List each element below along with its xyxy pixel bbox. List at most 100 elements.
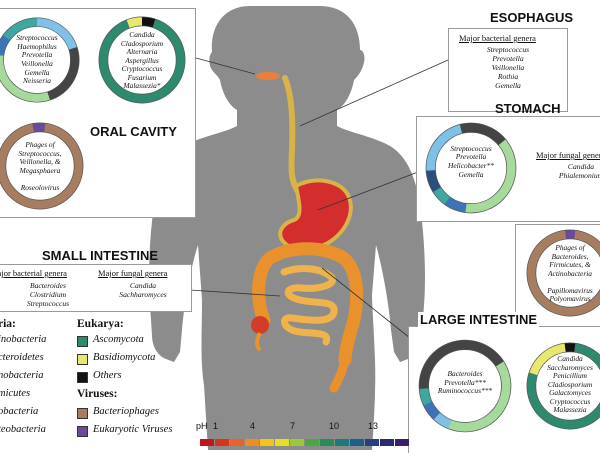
ph-color-step — [365, 439, 379, 446]
genus-label: Fusarium — [127, 72, 157, 82]
oral-bacteria-ring — [0, 17, 80, 103]
oral-fungi-ring — [98, 16, 186, 104]
large-intestine-virus-ring — [526, 229, 600, 317]
esophagus-header: Major bacterial genera — [459, 33, 536, 43]
legend-viruses-title: Viruses: — [77, 388, 118, 400]
ring-segment-others — [99, 17, 185, 103]
oral-cavity-title: ORAL CAVITY — [90, 124, 177, 139]
ph-tick: 4 — [250, 421, 256, 431]
small-intestine-fungi-genera: Candida Sachharomyces — [98, 281, 188, 299]
genus-label: Streptococcus — [450, 143, 492, 153]
ph-color-step — [230, 439, 244, 446]
ph-color-step — [275, 439, 289, 446]
genus-label: Cryptococcus — [121, 64, 163, 74]
genus-label: Alternaria — [126, 47, 158, 57]
genus-label: Veillonella, & — [19, 157, 61, 167]
genus-label: Streptococcus, — [18, 148, 62, 158]
ring-segment-firmicutes — [426, 123, 516, 213]
genus-label: Helicobacter** — [448, 161, 494, 170]
small-intestine-title: SMALL INTESTINE — [42, 248, 159, 263]
ph-color-step — [215, 439, 229, 446]
stomach-bacteria-ring — [425, 122, 517, 214]
esophagus-title: ESOPHAGUS — [490, 10, 574, 25]
genus-label: Prevotella*** — [444, 377, 486, 387]
large-intestine-bacteria-ring — [418, 339, 512, 433]
genus-label: Prevotella — [21, 50, 53, 60]
genus-label: Clostridium — [29, 290, 67, 299]
ph-color-step — [260, 439, 274, 446]
appendix-organ — [255, 332, 262, 352]
genus-label: Aspergillus — [125, 55, 159, 65]
small-intestine-bacteria-genera: Bacteroides Clostridium Streptococcus — [0, 281, 96, 308]
large-intestine-virus-genera: Phages of Bacteroides, Firmicutes, & Act… — [526, 243, 600, 304]
esophagus-box: Major bacterial genera Streptococcus Pre… — [448, 28, 568, 112]
legend-swatch-basidiomycota — [77, 354, 88, 365]
legend-bacteria-item: micutes — [0, 388, 31, 399]
legend-swatch-eukaryotic-viruses — [77, 426, 88, 437]
small-intestine-bacterial-header: Major bacterial genera — [0, 268, 67, 278]
legend-virus-item: Eukaryotic Viruses — [93, 424, 173, 435]
legend-eukarya-title: Eukarya: — [77, 318, 124, 330]
genus-label: Veillonella — [491, 63, 525, 72]
genus-label: Streptococcus — [16, 33, 58, 43]
ph-color-step — [395, 439, 409, 446]
ph-color-step — [380, 439, 394, 446]
genus-label: Candida — [129, 281, 157, 290]
mouth-organ — [256, 72, 280, 80]
genus-label: Prevotella — [455, 152, 487, 162]
genus-label: Bacteroides, — [551, 251, 589, 261]
ph-color-bar — [200, 433, 410, 451]
esophagus-genera: Streptococcus Prevotella Veillonella Rot… — [449, 45, 567, 90]
legend-swatch-ascomycota — [77, 336, 88, 347]
ph-tick: 10 — [329, 421, 340, 431]
genus-label: Streptococcus — [26, 299, 70, 308]
ph-color-step — [320, 439, 334, 446]
legend-eukarya-item: Others — [93, 370, 122, 381]
genus-label: Gemella — [495, 81, 521, 90]
ph-color-step — [200, 439, 214, 446]
legend-eukarya-item: Ascomycota — [93, 334, 144, 345]
small-intestine-organ — [280, 265, 338, 346]
ring-segment-bacteriophages — [527, 230, 600, 316]
ph-tick: 13 — [368, 421, 379, 431]
genus-label: Candida — [567, 162, 595, 171]
genus-label: Malassezia — [553, 405, 587, 415]
esophagus-organ — [282, 75, 300, 193]
legend-bacteria-item: teobacteria — [0, 424, 46, 435]
oral-virus-genera: Phages of Streptococcus, Veillonella, & … — [0, 140, 84, 194]
genus-label: Candida — [557, 353, 583, 363]
genus-label: Phialemonium — [558, 171, 600, 180]
legend-bacteria-item: nobacteria — [0, 370, 44, 381]
large-intestine-organ — [252, 242, 364, 367]
genus-label: Streptococcus — [486, 45, 530, 54]
genus-label: Polyomavirus — [549, 294, 591, 304]
genus-label: Phages of — [25, 140, 55, 150]
large-intestine-title: LARGE INTESTINE — [418, 312, 540, 327]
genus-label: Bacteroides — [30, 281, 66, 290]
small-intestine-fungal-header: Major fungal genera — [98, 268, 168, 278]
legend-eukarya-item: Basidiomycota — [93, 352, 156, 363]
genus-label: Papillomavirus — [547, 285, 593, 295]
stomach-title: STOMACH — [495, 101, 561, 116]
genus-label: Rothia — [497, 72, 519, 81]
genus-label: Malassezia* — [123, 81, 161, 91]
ring-segment-bacteroidetes — [419, 340, 511, 432]
ph-color-step — [290, 439, 304, 446]
genus-label: Actinobacteria — [548, 268, 592, 278]
genus-label: Cladiosporium — [547, 379, 593, 389]
oral-virus-ring — [0, 122, 84, 210]
ph-color-step — [350, 439, 364, 446]
legend-bacteria-item: inobacteria — [0, 334, 47, 345]
genus-label: Galactomyces — [549, 388, 591, 398]
cecum-organ — [251, 316, 269, 334]
legend-swatch-others — [77, 372, 88, 383]
rectum-organ — [329, 353, 350, 393]
genus-label: Prevotella — [492, 54, 524, 63]
ring-segment-ascomycota — [527, 343, 600, 429]
ph-color-step — [335, 439, 349, 446]
genus-label: Roseolovirus — [20, 183, 60, 193]
genus-label: Cryptococcus — [549, 396, 591, 406]
genus-label: Gemella — [458, 169, 484, 179]
ph-tick: 7 — [290, 421, 296, 431]
genus-label: Cladosporium — [120, 38, 164, 48]
